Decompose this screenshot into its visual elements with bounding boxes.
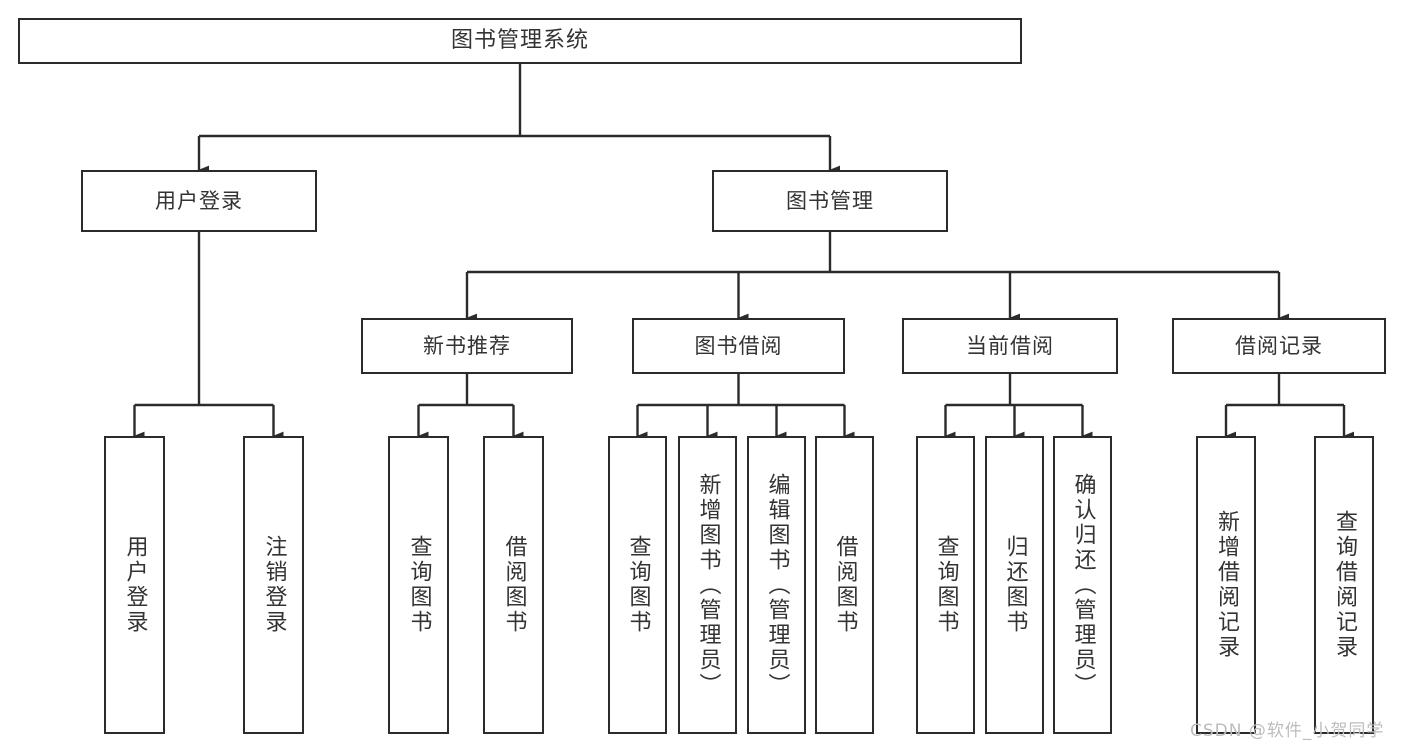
node-label-login: 用户登录: [155, 188, 243, 213]
node-records[interactable]: 借阅记录: [1172, 318, 1386, 374]
node-root[interactable]: 图书管理系统: [18, 18, 1022, 64]
node-current[interactable]: 当前借阅: [902, 318, 1118, 374]
node-leaf1[interactable]: 用户登录: [104, 436, 165, 734]
node-label-current: 当前借阅: [966, 333, 1054, 358]
node-label-bookmgmt: 图书管理: [786, 188, 874, 213]
node-label-leaf4: 借阅图书: [501, 535, 527, 635]
node-leaf11[interactable]: 确认归还（管理员）: [1053, 436, 1112, 734]
node-label-leaf9: 查询图书: [933, 535, 959, 635]
node-label-records: 借阅记录: [1235, 333, 1323, 358]
node-leaf9[interactable]: 查询图书: [916, 436, 975, 734]
node-newbook[interactable]: 新书推荐: [361, 318, 573, 374]
node-leaf3[interactable]: 查询图书: [388, 436, 449, 734]
node-label-leaf1: 用户登录: [122, 535, 148, 635]
node-leaf5[interactable]: 查询图书: [608, 436, 667, 734]
node-leaf13[interactable]: 查询借阅记录: [1314, 436, 1374, 734]
node-label-leaf3: 查询图书: [406, 535, 432, 635]
node-borrow[interactable]: 图书借阅: [632, 318, 845, 374]
node-label-leaf2: 注销登录: [261, 535, 287, 635]
node-label-leaf7: 编辑图书（管理员）: [764, 472, 790, 698]
node-label-leaf5: 查询图书: [625, 535, 651, 635]
node-label-leaf6: 新增图书（管理员）: [695, 472, 721, 698]
node-label-borrow: 图书借阅: [694, 333, 783, 358]
node-label-newbook: 新书推荐: [423, 333, 511, 358]
node-bookmgmt[interactable]: 图书管理: [712, 170, 948, 232]
node-leaf2[interactable]: 注销登录: [243, 436, 304, 734]
node-label-leaf10: 归还图书: [1002, 535, 1028, 635]
node-leaf6[interactable]: 新增图书（管理员）: [678, 436, 737, 734]
node-label-root: 图书管理系统: [450, 28, 589, 54]
node-login[interactable]: 用户登录: [81, 170, 317, 232]
node-label-leaf13: 查询借阅记录: [1332, 510, 1357, 660]
node-label-leaf12: 新增借阅记录: [1214, 510, 1239, 660]
csdn-watermark: CSDN @软件_小贺同学: [1190, 721, 1385, 741]
node-label-leaf11: 确认归还（管理员）: [1070, 472, 1096, 698]
node-leaf12[interactable]: 新增借阅记录: [1196, 436, 1256, 734]
node-leaf7[interactable]: 编辑图书（管理员）: [747, 436, 806, 734]
node-leaf10[interactable]: 归还图书: [985, 436, 1044, 734]
node-label-leaf8: 借阅图书: [832, 535, 858, 635]
node-leaf8[interactable]: 借阅图书: [815, 436, 874, 734]
node-leaf4[interactable]: 借阅图书: [483, 436, 544, 734]
